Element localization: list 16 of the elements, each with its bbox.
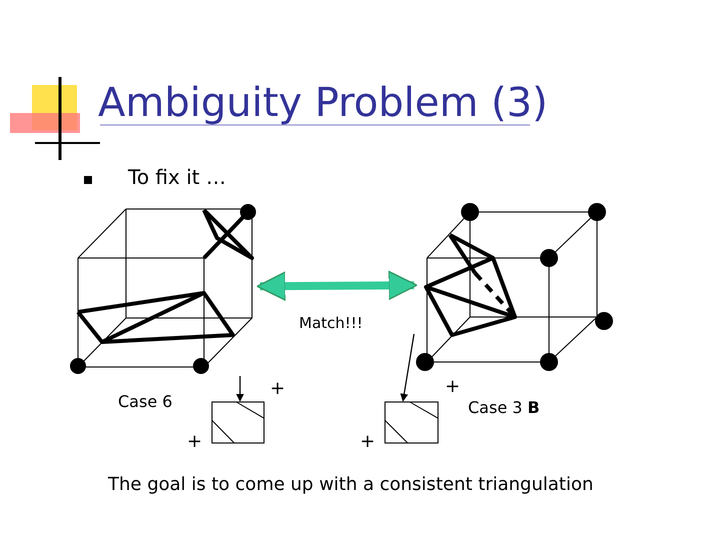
plus-sign: + [187,431,202,452]
case-caption: Case 3 B [468,398,540,417]
plus-sign: + [270,378,286,399]
case-caption: Case 6 [118,392,172,411]
double-arrow [256,270,418,301]
square-face-drawing [211,401,265,444]
square-face-drawing [384,401,439,444]
cube-drawing [414,200,616,374]
plus-sign: + [445,376,460,397]
match-label: Match!!! [299,314,363,332]
arrow [236,376,244,402]
plus-sign: + [360,431,376,452]
slide-title: Ambiguity Problem (3) [98,80,548,126]
bullet-text: To fix it … [128,165,226,189]
arrow [400,334,415,402]
slide-text: The goal is to come up with a consistent triangulation [108,474,594,495]
